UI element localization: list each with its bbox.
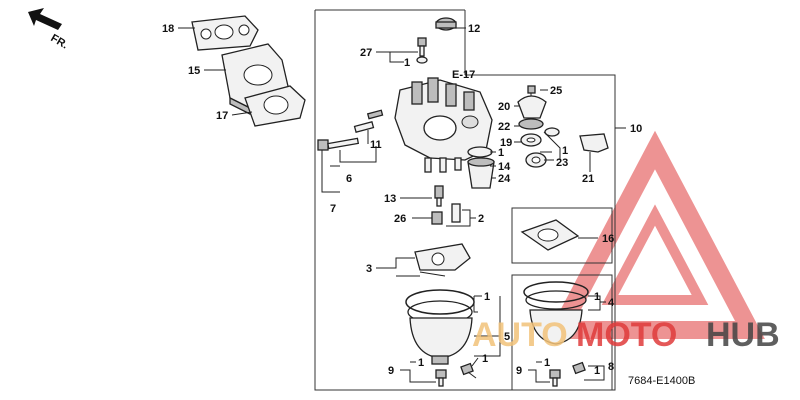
callout-6: 6: [346, 173, 352, 185]
bowl-inset-frame: [511, 274, 613, 391]
callout-8: 8: [608, 361, 614, 373]
float-bowl-5: [405, 289, 475, 365]
drain-bolt-9: [435, 369, 447, 387]
callout-3: 3: [366, 263, 372, 275]
main-jet-13: [434, 185, 444, 207]
callout-18: 18: [162, 23, 174, 35]
callout-21: 21: [582, 173, 594, 185]
float-part-20: [517, 95, 547, 119]
callout-labels: 18 15 17 12 27 1 E-17 25 20 22 19 1 1 23…: [162, 23, 642, 377]
callout-1f: 1: [418, 357, 424, 369]
watermark-text: AUTO MOTO HUB: [472, 316, 780, 354]
nozzle-26: [431, 211, 443, 225]
callout-7: 7: [330, 203, 336, 215]
callout-17: 17: [216, 110, 228, 122]
o-ring-14: [467, 146, 493, 158]
callout-1b: 1: [562, 145, 568, 157]
callout-1g: 1: [482, 353, 488, 365]
callout-9a: 9: [388, 365, 394, 377]
gasket-18: [191, 15, 259, 51]
callout-25: 25: [550, 85, 562, 97]
gasket-17: [244, 85, 306, 127]
callout-13: 13: [384, 193, 396, 205]
direction-label: FR.: [49, 32, 70, 51]
washer-22: [518, 118, 544, 130]
drain-screw-8: [572, 361, 586, 375]
ring-19: [520, 133, 542, 147]
callout-1d: 1: [484, 291, 490, 303]
callout-15: 15: [188, 65, 200, 77]
leader-lines: [178, 27, 626, 383]
watermark-auto: AUTO: [472, 316, 568, 354]
callout-16: 16: [602, 233, 614, 245]
carburetor-body: [394, 77, 493, 173]
callout-23: 23: [556, 157, 568, 169]
callout-9b: 9: [516, 365, 522, 377]
callout-4: 4: [608, 297, 615, 309]
callout-22: 22: [498, 121, 510, 133]
gasket-16: [520, 219, 580, 251]
float-3: [414, 243, 471, 277]
jet-23: [525, 152, 547, 168]
callout-12: 12: [468, 23, 480, 35]
jet-2: [451, 203, 461, 223]
watermark-hub: HUB: [706, 316, 780, 354]
lever-21: [579, 133, 609, 153]
diagram-code: 7684-E1400B: [628, 375, 695, 387]
bowl-gasket-4: [523, 281, 589, 345]
cap-12: [435, 17, 457, 31]
callout-26: 26: [394, 213, 406, 225]
frame-lines: [314, 9, 616, 391]
callout-27: 27: [360, 47, 372, 59]
cup-24: [467, 157, 495, 189]
callout-14: 14: [498, 161, 511, 173]
drain-screw-1: [460, 362, 477, 379]
o-ring-small: [544, 127, 560, 137]
gasket-inset-frame: [511, 207, 613, 264]
callout-1c: 1: [498, 147, 504, 159]
drain-bolt-9b: [549, 369, 561, 387]
callout-20: 20: [498, 101, 510, 113]
callout-1e: 1: [594, 291, 600, 303]
callout-10: 10: [630, 123, 642, 135]
callout-2: 2: [478, 213, 484, 225]
callout-19: 19: [500, 137, 512, 149]
callout-5: 5: [504, 331, 510, 343]
callout-1a: 1: [404, 57, 410, 69]
watermark-triangle: [545, 130, 765, 339]
callout-11: 11: [370, 139, 382, 151]
throttle-stop-screw-6: [317, 137, 360, 151]
ref-label: E-17: [452, 69, 475, 81]
callout-24: 24: [498, 173, 511, 185]
callout-1i: 1: [594, 365, 600, 377]
watermark-moto: MOTO: [576, 316, 677, 354]
callout-1h: 1: [544, 357, 550, 369]
screw-27: [416, 37, 428, 64]
front-direction-arrow-icon: [28, 8, 62, 30]
pilot-screw-11: [353, 109, 384, 134]
